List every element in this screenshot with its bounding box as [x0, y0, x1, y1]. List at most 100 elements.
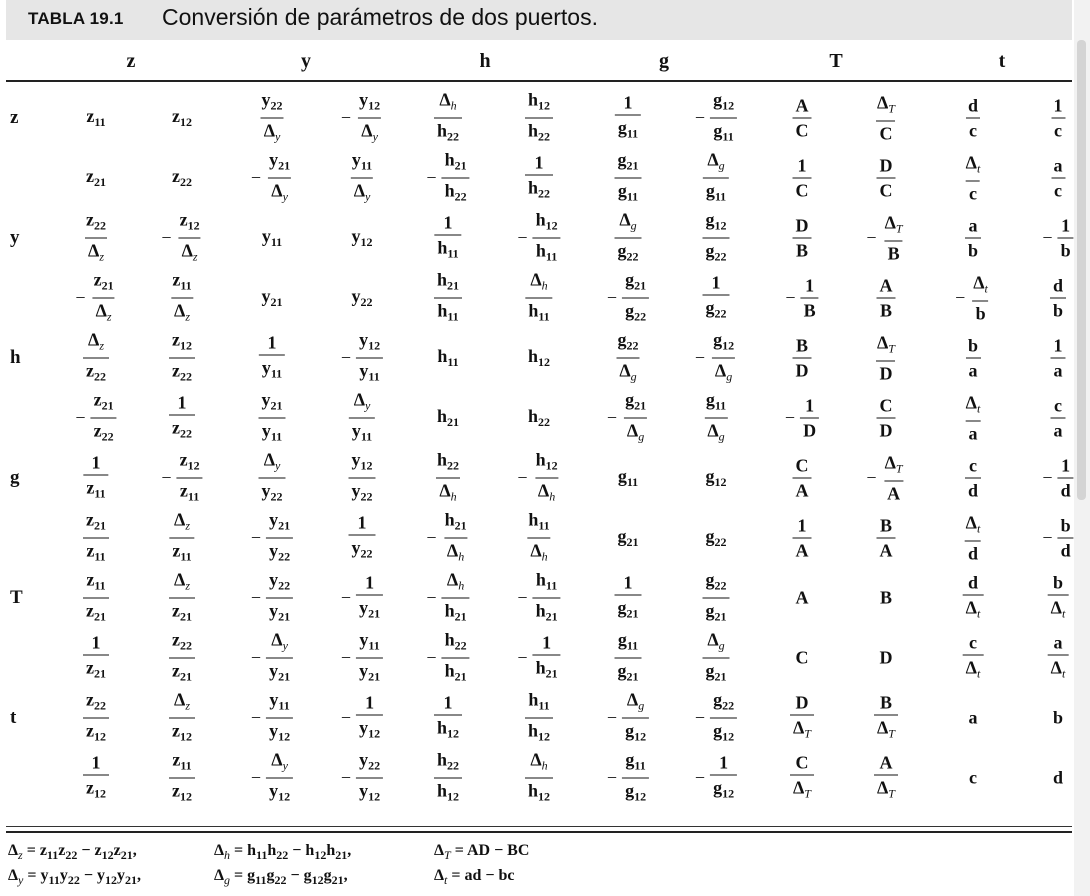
table-cell: y11 — [261, 226, 283, 249]
table-cell: g22 — [705, 526, 727, 549]
table-cell: y22 — [351, 286, 373, 309]
header-rule — [6, 80, 1072, 82]
table-cell: g21 — [617, 526, 639, 549]
table-cell: z22 — [172, 166, 192, 189]
table-cell: g12 — [705, 466, 727, 489]
table-cell: h11 — [437, 346, 459, 369]
footer-definition: Δh = h11h22 − h12h21, — [214, 842, 352, 862]
table-cell: D — [879, 647, 893, 668]
table-cell: z21 — [86, 166, 106, 189]
table-cell: g11 — [617, 466, 639, 489]
table-cell: A — [795, 587, 809, 608]
footer-definition: Δt = ad − bc — [434, 867, 515, 887]
scrollbar-thumb[interactable] — [1077, 40, 1086, 500]
table-cell: h22 — [527, 406, 551, 429]
table-cell: z11 — [86, 106, 106, 129]
determinant-definitions: Δz = z11z22 − z12z21, Δh = h11h22 − h12h2… — [6, 842, 1072, 892]
table-cell: h21 — [436, 406, 460, 429]
footer-definition: Δy = y11y22 − y12y21, — [8, 867, 141, 887]
footer-definition: Δz = z11z22 − z12z21, — [8, 842, 137, 862]
column-header-y: y — [301, 50, 311, 72]
table-label: TABLA 19.1 — [28, 9, 124, 28]
table-title-bar: TABLA 19.1 Conversión de parámetros de d… — [6, 0, 1072, 40]
footer-definition: Δg = g11g22 − g12g21, — [214, 867, 348, 887]
table-cell: a — [968, 707, 978, 728]
column-header-h: h — [479, 50, 491, 72]
table-cell: d — [1052, 767, 1064, 788]
table-cell: h12 — [527, 346, 551, 369]
table-cell: y12 — [351, 226, 373, 249]
table-cell: C — [795, 647, 809, 668]
table-cell: b — [1052, 707, 1064, 728]
row-header-y: y — [10, 227, 20, 248]
column-header-z: z — [126, 50, 136, 72]
